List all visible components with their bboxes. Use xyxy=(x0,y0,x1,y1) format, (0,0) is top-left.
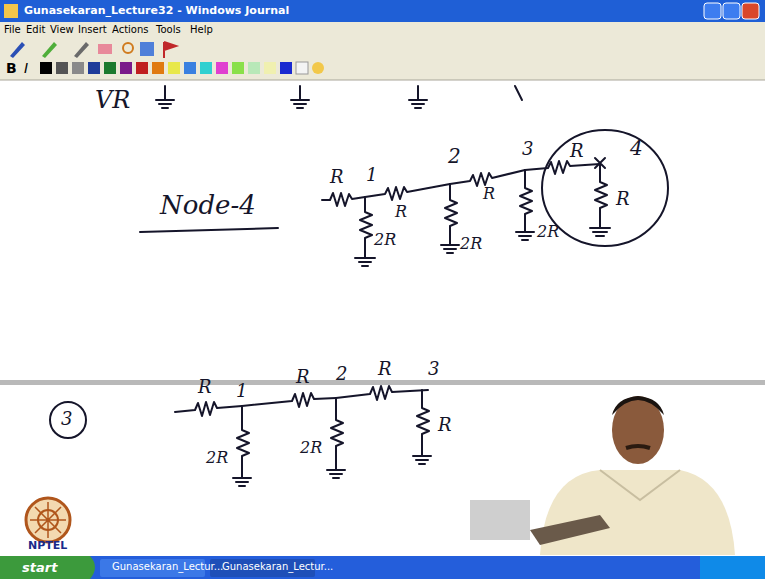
node-number: 2 xyxy=(448,146,461,166)
resistor-value: R xyxy=(330,168,344,186)
resistor-value: R xyxy=(198,378,212,396)
resistor-value: R xyxy=(438,416,452,434)
color-swatches xyxy=(40,62,324,74)
outline-ellipse xyxy=(542,130,668,246)
node-number: 1 xyxy=(236,382,247,400)
menu-item: File xyxy=(4,25,21,35)
toolbar-edge xyxy=(0,80,765,81)
window-title: Gunasekaran_Lecture32 - Windows Journal xyxy=(24,5,289,16)
circled-number: 3 xyxy=(48,400,88,440)
close-button xyxy=(742,3,759,19)
max-button xyxy=(723,3,740,19)
resistor-value: 2R xyxy=(300,440,322,456)
resistor-value: R xyxy=(395,204,407,220)
node-number: 3 xyxy=(428,360,439,378)
resistor-value: R xyxy=(378,360,392,378)
resistor-value: R xyxy=(296,368,310,386)
logo-text: NPTEL xyxy=(28,540,67,551)
node-number: 3 xyxy=(61,410,72,428)
node-number: 4 xyxy=(630,138,643,158)
presenter-figure xyxy=(470,396,735,555)
task-label: Gunasekaran_Lectur... xyxy=(112,562,223,572)
taskbar xyxy=(0,556,765,579)
menu-item: Insert xyxy=(78,25,107,35)
app-icon xyxy=(4,4,18,18)
resistor-value: 2R xyxy=(206,450,228,466)
start-button xyxy=(0,556,95,579)
node-number: 2 xyxy=(336,365,347,383)
voltage-label: VR xyxy=(95,88,130,112)
node-outline xyxy=(540,128,670,248)
task-label: Gunasekaran_Lectur... xyxy=(222,562,333,572)
resistor-value: 2R xyxy=(460,236,482,252)
resistor-value: 2R xyxy=(374,232,396,248)
menu-item: Tools xyxy=(156,25,181,35)
highlight-circle: R4R xyxy=(540,128,670,248)
resistor-value: R xyxy=(616,190,630,208)
heading-note: Node-4 xyxy=(160,192,256,218)
outline-ellipse xyxy=(50,402,86,438)
pen-tools xyxy=(10,42,176,58)
menu-item: View xyxy=(50,25,74,35)
ladder-circuit xyxy=(140,86,610,486)
min-button xyxy=(704,3,721,19)
resistor-value: R xyxy=(483,186,495,202)
node-number: 3 xyxy=(522,140,533,158)
toolbar xyxy=(0,38,765,80)
menu-item: Help xyxy=(190,25,213,35)
format-button: I xyxy=(24,61,28,75)
page-divider xyxy=(0,380,765,385)
resistor-value: 2R xyxy=(537,224,559,240)
resistor-value: R xyxy=(570,142,584,160)
tray xyxy=(700,556,765,579)
format-button: B xyxy=(6,61,17,75)
menu-item: Edit xyxy=(26,25,45,35)
title-bar xyxy=(0,0,765,22)
start-label: start xyxy=(22,561,57,574)
menu-bar xyxy=(0,22,765,38)
nptel-logo xyxy=(26,498,70,542)
menu-item: Actions xyxy=(112,25,149,35)
node-number: 1 xyxy=(366,166,377,184)
